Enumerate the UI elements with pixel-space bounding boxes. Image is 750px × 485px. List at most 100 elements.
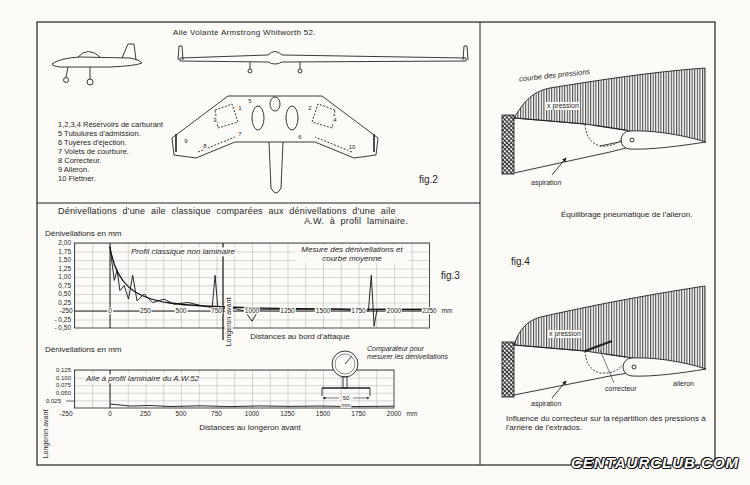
annotation: x pression bbox=[546, 102, 580, 110]
plan-view bbox=[172, 96, 378, 193]
leader-line bbox=[600, 350, 614, 383]
tick-label: 0,050 bbox=[55, 389, 72, 396]
page-frame bbox=[37, 22, 715, 465]
tip-fin bbox=[175, 134, 177, 152]
tick-label: 0,75 bbox=[57, 282, 72, 289]
spar-line bbox=[222, 243, 223, 340]
tick-label: - 0,25 bbox=[53, 316, 72, 323]
gauge-stem bbox=[343, 377, 347, 388]
wing-front bbox=[180, 52, 466, 65]
hinge-line bbox=[198, 137, 235, 152]
front-view bbox=[178, 46, 468, 73]
gauge-dial bbox=[332, 351, 358, 377]
tick-label: 1250 bbox=[279, 307, 295, 314]
dimension-label: 50 bbox=[342, 395, 351, 402]
axis-title: Distances au longeron avant bbox=[198, 423, 301, 432]
tick-label: -250 bbox=[58, 410, 73, 417]
callout-number: 8 bbox=[202, 143, 207, 150]
callout-number: 6 bbox=[297, 134, 302, 141]
callout-number: 2 bbox=[307, 105, 312, 112]
tick-label: 2000 bbox=[386, 307, 402, 314]
axis-title: Distances au bord d'attaque bbox=[249, 332, 350, 341]
tick-label: 750 bbox=[210, 410, 223, 417]
figure-number: fig.2 bbox=[418, 174, 439, 186]
fuel-tank bbox=[215, 104, 238, 128]
annotation: Comparateur pour mesurer les dénivellati… bbox=[366, 345, 450, 361]
gauge-leg bbox=[322, 388, 323, 396]
callout-number: 4 bbox=[332, 117, 337, 124]
tick-label: 1000 bbox=[244, 307, 260, 314]
spar-section bbox=[502, 342, 514, 397]
balance-chamber bbox=[585, 351, 622, 373]
tick-label: 0 bbox=[107, 307, 113, 314]
annotation: aspiration bbox=[530, 179, 562, 187]
legend-item: 9 Aileron. bbox=[57, 166, 90, 175]
chart-title: Dénivellations d'une aile classique comp… bbox=[57, 206, 409, 227]
tick-label: 0,075 bbox=[55, 382, 72, 389]
tick-label: 2000 bbox=[386, 410, 402, 417]
legend-item: 8 Correcteur. bbox=[57, 157, 102, 166]
spar-label: Longeron avant bbox=[225, 297, 233, 348]
suction-arrow bbox=[552, 381, 566, 398]
tick-label: 1250 bbox=[279, 410, 295, 417]
gauge-needle bbox=[345, 356, 352, 364]
callout-number: 10 bbox=[348, 144, 357, 151]
gauge-base bbox=[322, 387, 370, 388]
tick-label: 250 bbox=[139, 307, 152, 314]
tick-label: 250 bbox=[139, 410, 152, 417]
tick-label: -250 bbox=[58, 307, 73, 314]
side-view bbox=[52, 44, 142, 85]
tip-fin bbox=[178, 46, 183, 60]
legend-item: 5 Tubulures d'admission. bbox=[57, 130, 142, 139]
wheel bbox=[248, 69, 252, 73]
unit-label: mm bbox=[441, 307, 454, 314]
series-label: Profil classique non laminaire bbox=[130, 247, 236, 256]
caption: Équilibrage pneumatique de l'aileron. bbox=[560, 210, 702, 219]
callout-number: 9 bbox=[183, 138, 188, 145]
tick-label: 0,25 bbox=[57, 299, 72, 306]
hinge bbox=[630, 138, 634, 142]
tick-label: 1,25 bbox=[57, 265, 72, 272]
aileron bbox=[623, 358, 706, 376]
wheel bbox=[298, 69, 302, 73]
hinge-line bbox=[315, 137, 352, 152]
callout-number: 7 bbox=[237, 131, 242, 138]
axis-title: Dénivellations en mm bbox=[44, 229, 122, 238]
wheel bbox=[87, 79, 93, 85]
pressure-area bbox=[514, 286, 705, 369]
pressure-area bbox=[514, 68, 705, 142]
gauge-leg bbox=[370, 388, 371, 396]
tick-label: 1,50 bbox=[57, 256, 72, 263]
spar-section bbox=[502, 115, 514, 174]
figure-number: fig.4 bbox=[510, 256, 531, 268]
part-label: aileron bbox=[672, 380, 695, 388]
legend-item: 10 Flettner. bbox=[57, 175, 97, 184]
dial-gauge bbox=[322, 351, 370, 398]
tick-label: 1,00 bbox=[57, 273, 72, 280]
tip-fin bbox=[463, 46, 468, 60]
tick-label: - 0,50 bbox=[53, 324, 72, 331]
engine bbox=[286, 106, 298, 130]
tick-label: 2250 bbox=[421, 307, 437, 314]
tick-label: 1500 bbox=[315, 410, 331, 417]
annotation: x pression bbox=[548, 330, 582, 338]
spar-label: Longeron avant bbox=[42, 409, 50, 460]
tail-cone bbox=[269, 142, 283, 193]
aileron-section-bottom bbox=[502, 286, 706, 398]
corrector-plate bbox=[585, 341, 612, 351]
callout-number: 1 bbox=[237, 105, 242, 112]
tick-label: 0,125 bbox=[55, 367, 72, 374]
dimension-line bbox=[353, 398, 369, 399]
figure-title: Aile Volante Armstrong Whitworth 52. bbox=[172, 28, 317, 37]
leader-line bbox=[66, 401, 74, 402]
unit-label: mm bbox=[406, 410, 419, 417]
wheel bbox=[64, 78, 69, 83]
tick-label: 1000 bbox=[244, 410, 260, 417]
tick-label: 1500 bbox=[315, 307, 331, 314]
series-label: Mesure des dénivellations et courbe moye… bbox=[295, 245, 409, 263]
callout-number: 3 bbox=[212, 117, 217, 124]
tick-label: 1750 bbox=[350, 410, 366, 417]
tick-label: 1,75 bbox=[57, 248, 72, 255]
upper-surface bbox=[514, 345, 585, 351]
